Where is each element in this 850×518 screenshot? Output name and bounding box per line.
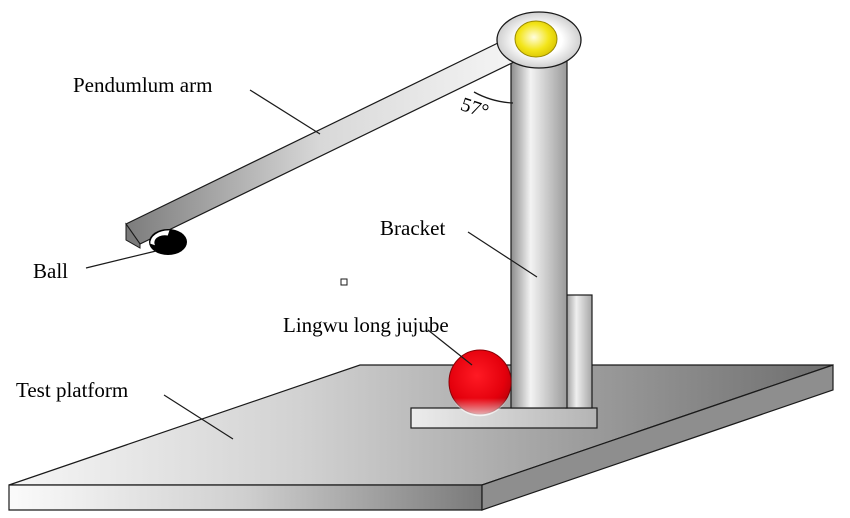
pivot-joint [496, 11, 582, 69]
label-jujube: Lingwu long jujube [283, 313, 449, 337]
pendulum-arm-side [125, 222, 141, 249]
label-bracket: Bracket [380, 216, 445, 240]
leader-line-bracket [467, 231, 538, 278]
bracket-base-plate [410, 407, 598, 429]
label-pendulum-arm: Pendumlum arm [73, 73, 212, 97]
platform-front-edge [8, 484, 483, 511]
bracket-post [510, 59, 568, 409]
leader-line-platform [163, 394, 234, 440]
label-test-platform: Test platform [16, 378, 128, 402]
jujube-fruit [448, 349, 512, 417]
label-ball: Ball [33, 259, 68, 283]
side-column [565, 294, 593, 409]
platform-right-edge [481, 364, 834, 511]
leader-line-pendulum-arm [249, 89, 321, 135]
small-marker-square [340, 278, 348, 286]
leader-line-jujube [427, 329, 473, 366]
angle-arc [473, 91, 514, 104]
test-platform [8, 364, 834, 511]
leader-line-ball [85, 250, 157, 269]
steel-ball [149, 229, 187, 255]
leader-lines [85, 89, 538, 440]
